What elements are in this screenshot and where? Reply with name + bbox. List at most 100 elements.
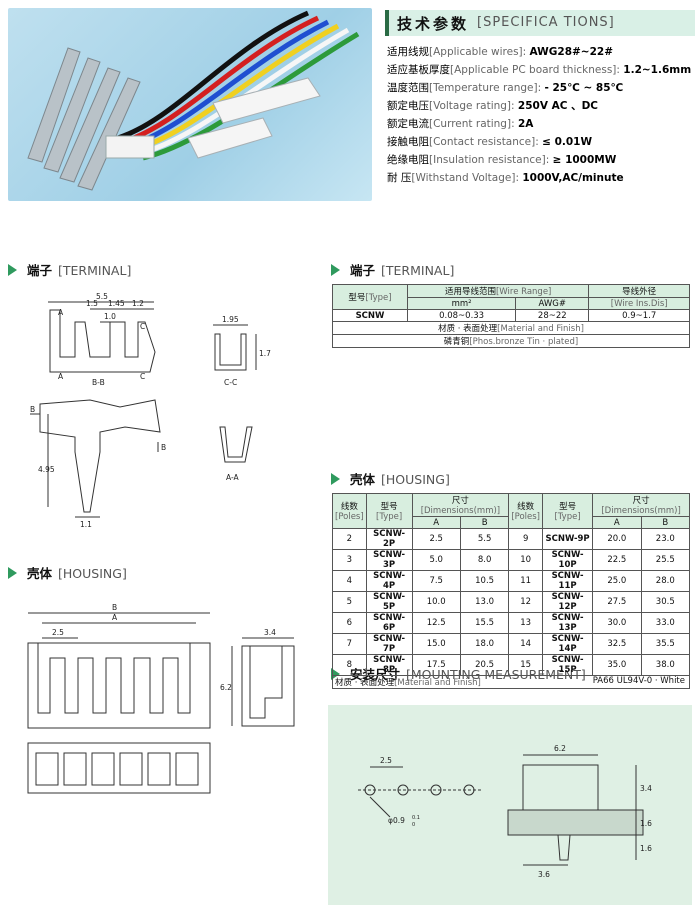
spec-row: 额定电流[Current rating]: 2A: [387, 118, 534, 130]
table-cell: 9: [508, 528, 543, 550]
section-housing-left: 壳体[HOUSING]: [8, 563, 127, 582]
table-cell: 35.0: [592, 654, 642, 676]
table-cell: SCNW-5P: [365, 591, 413, 613]
dim-label: 1.0: [104, 312, 116, 321]
table-cell: 35.5: [640, 633, 691, 655]
table-cell: 2.5: [411, 528, 461, 550]
dim-label: 3.4: [640, 784, 652, 793]
table-cell: 10: [508, 549, 543, 571]
dim-label: 3.4: [264, 628, 276, 637]
dim-label: 1.45: [108, 299, 125, 308]
table-cell: 25.5: [640, 549, 691, 571]
table-cell: SCNW-2P: [365, 528, 413, 550]
table-cell: SCNW-7P: [365, 633, 413, 655]
terminal-drawing: 5.5 1.5 1.45 1.2 1.0 A C A B-B C 1.95 1.…: [30, 292, 271, 529]
terminal-table: 型号[Type] 适用导线范围[Wire Range] 导线外径 mm² AWG…: [332, 284, 690, 348]
triangle-bullet-icon: [331, 264, 340, 276]
table-cell: 10.0: [411, 591, 461, 613]
table-cell: 12: [508, 591, 543, 613]
housing-drawing: B A 2.5 3.4 6.2: [27, 603, 295, 794]
spec-row: 适用线规[Applicable wires]: AWG28#~22#: [387, 46, 614, 58]
dim-label: φ0.9: [388, 816, 405, 825]
table-cell: 30.0: [592, 612, 642, 634]
dim-label: 3.6: [538, 870, 550, 879]
table-cell: SCNW-15P: [541, 654, 594, 676]
dim-label: C-C: [224, 378, 237, 387]
table-cell: SCNW-12P: [541, 591, 594, 613]
spec-row: 绝缘电阻[Insulation resistance]: ≥ 1000MW: [387, 154, 617, 166]
dim-label: B: [30, 405, 35, 414]
spec-row: 耐 压[Withstand Voltage]: 1000V,AC/minute: [387, 172, 624, 184]
table-cell: 10.5: [459, 570, 510, 592]
table-cell: 33.0: [640, 612, 691, 634]
table-cell: 8.0: [459, 549, 510, 571]
dim-label: 1.2: [132, 299, 144, 308]
table-cell: SCNW-8P: [365, 654, 413, 676]
table-row: SCNW 0.08~0.33 28~22 0.9~1.7: [332, 309, 690, 322]
spec-row: 接触电阻[Contact resistance]: ≤ 0.01W: [387, 136, 593, 148]
mounting-panel: [328, 705, 692, 905]
table-cell: 6: [332, 612, 367, 634]
dim-label: 0: [412, 822, 415, 828]
table-cell: 4: [332, 570, 367, 592]
dim-label: A-A: [226, 473, 240, 482]
table-cell: 32.5: [592, 633, 642, 655]
dim-label: A: [112, 613, 118, 622]
connector-photo-illustration: [27, 10, 360, 191]
dim-label: 4.95: [38, 465, 55, 474]
section-terminal-left: 端子[TERMINAL]: [8, 260, 131, 279]
table-cell: 27.5: [592, 591, 642, 613]
table-cell: SCNW-10P: [541, 549, 594, 571]
table-cell: 23.0: [640, 528, 691, 550]
table-cell: SCNW-3P: [365, 549, 413, 571]
table-cell: 2: [332, 528, 367, 550]
dim-label: C: [140, 322, 145, 331]
table-cell: 15.0: [411, 633, 461, 655]
dim-label: 0.1: [412, 815, 420, 821]
dim-label: A: [58, 308, 64, 317]
table-cell: 22.5: [592, 549, 642, 571]
table-cell: 7.5: [411, 570, 461, 592]
dim-label: 6.2: [220, 683, 232, 692]
triangle-bullet-icon: [8, 567, 17, 579]
table-cell: 5.0: [411, 549, 461, 571]
table-cell: SCNW-6P: [365, 612, 413, 634]
spec-row: 适应基板厚度[Applicable PC board thickness]: 1…: [387, 64, 692, 76]
dim-label: 1.1: [80, 520, 92, 529]
section-housing-right: 壳体[HOUSING]: [331, 469, 450, 488]
dim-label: 5.5: [96, 292, 108, 301]
triangle-bullet-icon: [8, 264, 17, 276]
dim-label: C: [140, 372, 145, 381]
dim-label: A: [58, 372, 64, 381]
table-cell: SCNW-9P: [541, 528, 594, 550]
table-cell: 25.0: [592, 570, 642, 592]
table-cell: SCNW-4P: [365, 570, 413, 592]
table-cell: 3: [332, 549, 367, 571]
table-cell: 12.5: [411, 612, 461, 634]
dim-label: B: [161, 443, 166, 452]
dim-label: 1.5: [86, 299, 98, 308]
table-cell: 38.0: [640, 654, 691, 676]
table-cell: 20.0: [592, 528, 642, 550]
dim-label: B: [112, 603, 117, 612]
table-cell: 11: [508, 570, 543, 592]
spec-title-cn: 技术参数: [397, 15, 470, 33]
table-cell: 17.5: [411, 654, 461, 676]
triangle-bullet-icon: [331, 473, 340, 485]
mounting-drawing: 2.5 φ0.9 0.1 0 6.2 3.4 1.6 1.6 3.6: [358, 744, 652, 879]
table-cell: 8: [332, 654, 367, 676]
table-cell: 15.5: [459, 612, 510, 634]
table-cell: 13: [508, 612, 543, 634]
section-terminal-right: 端子[TERMINAL]: [331, 260, 454, 279]
table-cell: SCNW-14P: [541, 633, 594, 655]
table-cell: 20.5: [459, 654, 510, 676]
table-cell: 30.5: [640, 591, 691, 613]
dim-label: 1.7: [259, 349, 271, 358]
table-cell: 18.0: [459, 633, 510, 655]
